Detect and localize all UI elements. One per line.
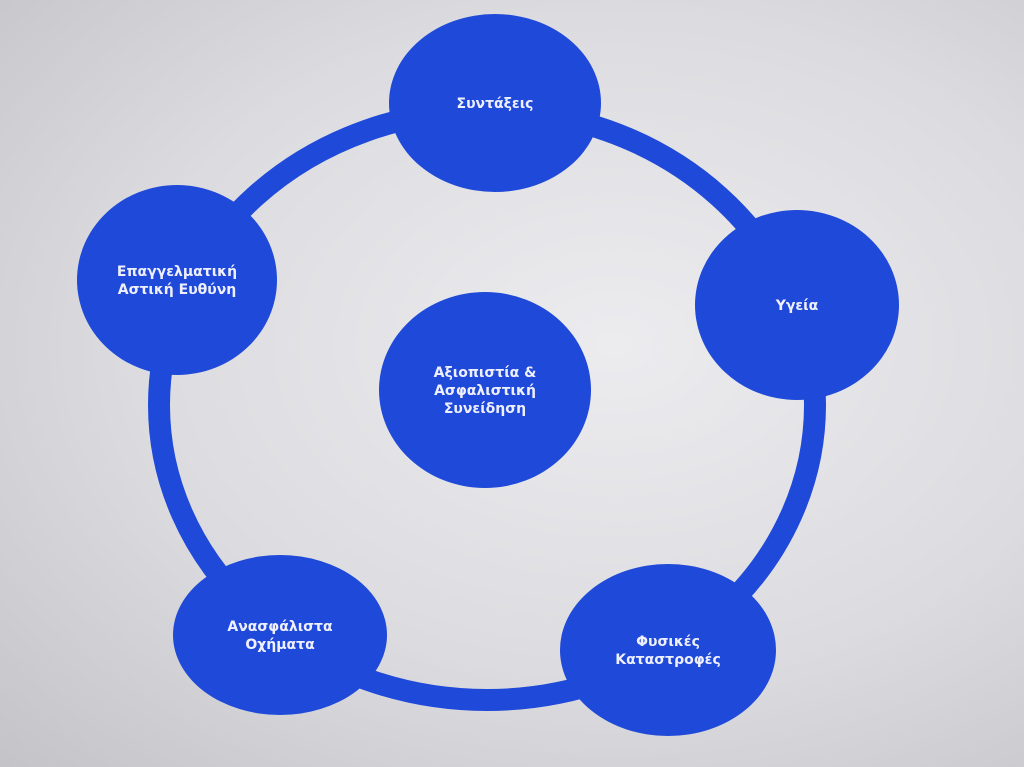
center-node-label: Συνείδηση [444, 401, 526, 417]
node-anasfalista-label: Ανασφάλιστα [227, 619, 333, 635]
node-fysikes-label: Καταστροφές [615, 652, 721, 668]
node-epaggelmatiki-circle [77, 185, 277, 375]
node-ygeia-label: Υγεία [775, 298, 819, 314]
node-epaggelmatiki-label: Αστική Ευθύνη [118, 282, 237, 298]
center-node-label: Ασφαλιστική [434, 383, 536, 399]
node-epaggelmatiki-label: Επαγγελματική [117, 264, 237, 280]
node-ygeia-circle [695, 210, 899, 400]
node-ygeia: Υγεία [695, 210, 899, 400]
node-fysikes-circle [560, 564, 776, 736]
node-syntaxeis-circle [389, 14, 601, 192]
node-syntaxeis: Συντάξεις [389, 14, 601, 192]
center-node-circle [379, 292, 591, 488]
node-syntaxeis-label: Συντάξεις [457, 96, 534, 112]
node-anasfalista-circle [173, 555, 387, 715]
center-node-label: Αξιοπιστία & [434, 365, 537, 381]
node-anasfalista-label: Οχήματα [245, 637, 315, 653]
node-fysikes-label: Φυσικές [636, 634, 700, 650]
